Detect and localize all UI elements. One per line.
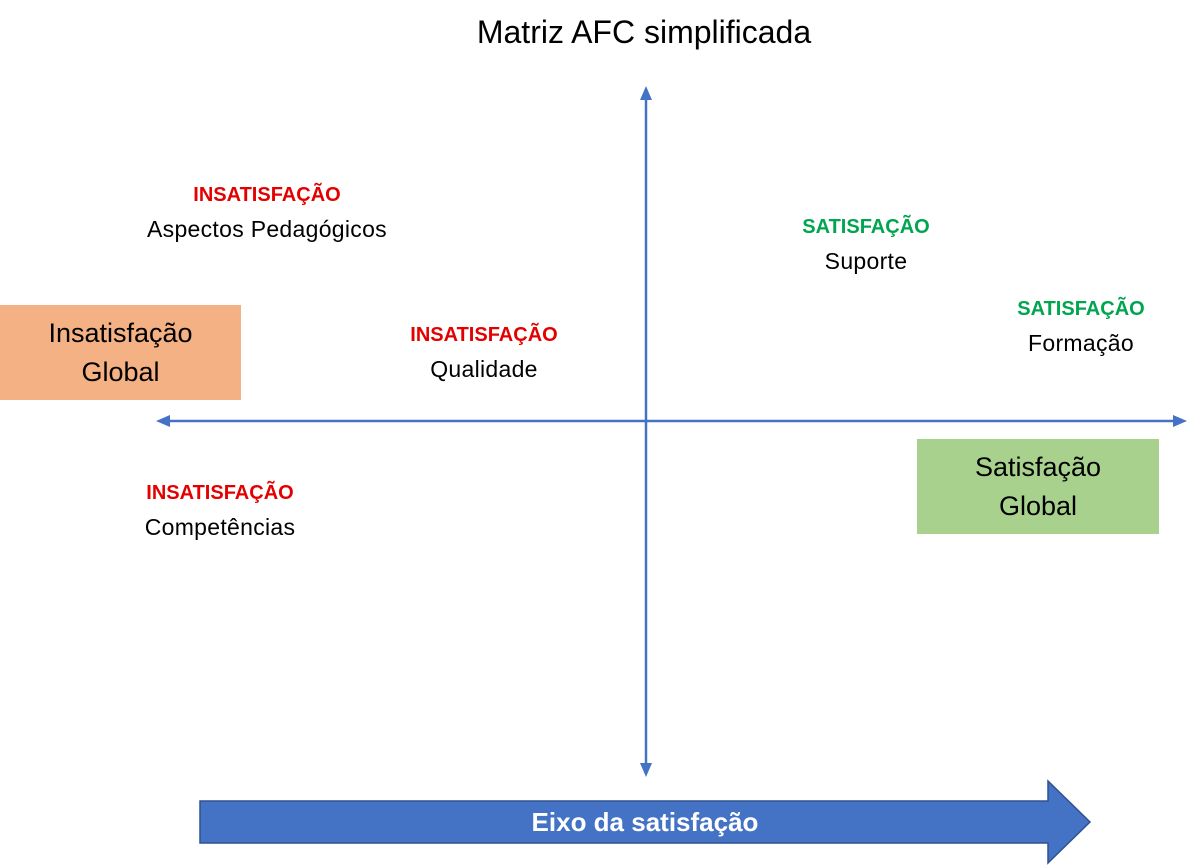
box-line-1: Insatisfação <box>48 317 193 348</box>
vertical-axis-arrowhead-bottom <box>640 763 652 777</box>
satisfacao-tag: SATISFAÇÃO <box>1017 298 1145 320</box>
item-aspectos-pedagogicos: INSATISFAÇÃO Aspectos Pedagógicos <box>117 178 417 246</box>
item-name: Formação <box>1028 330 1134 356</box>
insatisfacao-tag: INSATISFAÇÃO <box>146 482 294 504</box>
insatisfacao-global-box: Insatisfação Global <box>0 305 241 400</box>
horizontal-axis-arrowhead-left <box>156 415 170 427</box>
vertical-axis <box>640 86 652 777</box>
vertical-axis-arrowhead-top <box>640 86 652 100</box>
item-name: Qualidade <box>430 356 538 382</box>
item-formacao: SATISFAÇÃO Formação <box>981 292 1181 360</box>
satisfacao-global-box: Satisfação Global <box>917 439 1159 534</box>
item-name: Competências <box>144 514 296 540</box>
item-qualidade: INSATISFAÇÃO Qualidade <box>364 318 604 386</box>
horizontal-axis <box>156 415 1187 427</box>
item-name: Suporte <box>824 248 908 274</box>
insatisfacao-tag: INSATISFAÇÃO <box>410 324 558 346</box>
box-line-2: Global <box>81 356 160 387</box>
satisfaction-axis-arrow <box>199 779 1092 865</box>
box-line-2: Global <box>998 490 1078 521</box>
item-name: Aspectos Pedagógicos <box>147 216 387 242</box>
item-suporte: SATISFAÇÃO Suporte <box>766 210 966 278</box>
box-line-1: Satisfação <box>974 451 1102 482</box>
insatisfacao-tag: INSATISFAÇÃO <box>193 184 341 206</box>
horizontal-axis-arrowhead-right <box>1173 415 1187 427</box>
diagram-title: Matriz AFC simplificada <box>476 14 812 50</box>
item-competencias: INSATISFAÇÃO Competências <box>100 476 340 544</box>
satisfacao-tag: SATISFAÇÃO <box>802 216 930 238</box>
satisfaction-axis-label: Eixo da satisfação <box>531 806 759 837</box>
